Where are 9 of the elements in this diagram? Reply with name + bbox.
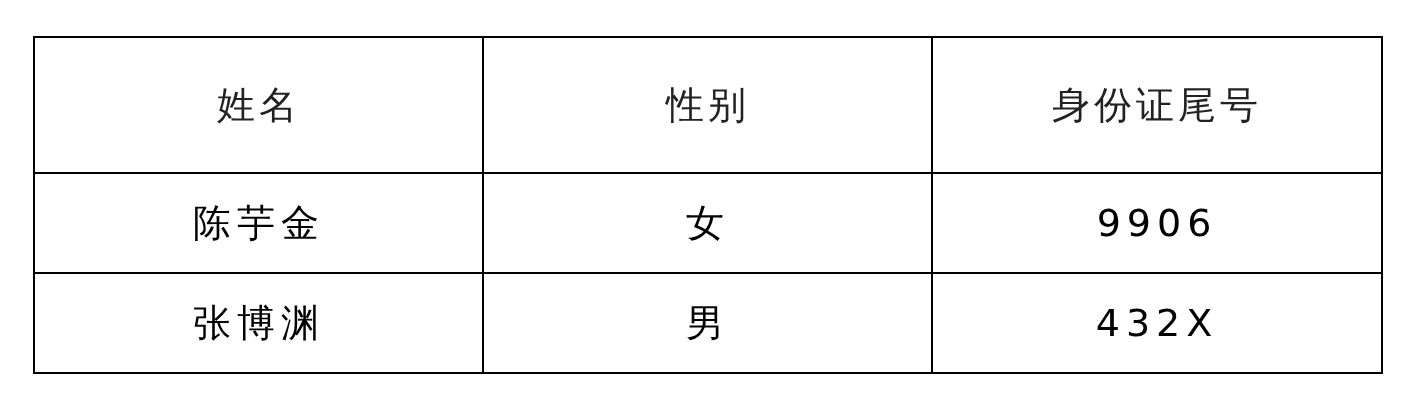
table-text: 张博渊 — [192, 300, 325, 345]
table-text: 432X — [1095, 301, 1219, 345]
table-text: 男 — [685, 300, 730, 345]
table-text: 9906 — [1096, 201, 1218, 245]
column-header: 性别 — [665, 82, 750, 127]
column-header: 姓名 — [216, 82, 301, 127]
table-text: 女 — [685, 200, 730, 245]
table-text: 陈芋金 — [192, 200, 325, 245]
column-header: 身份证尾号 — [1052, 82, 1262, 127]
